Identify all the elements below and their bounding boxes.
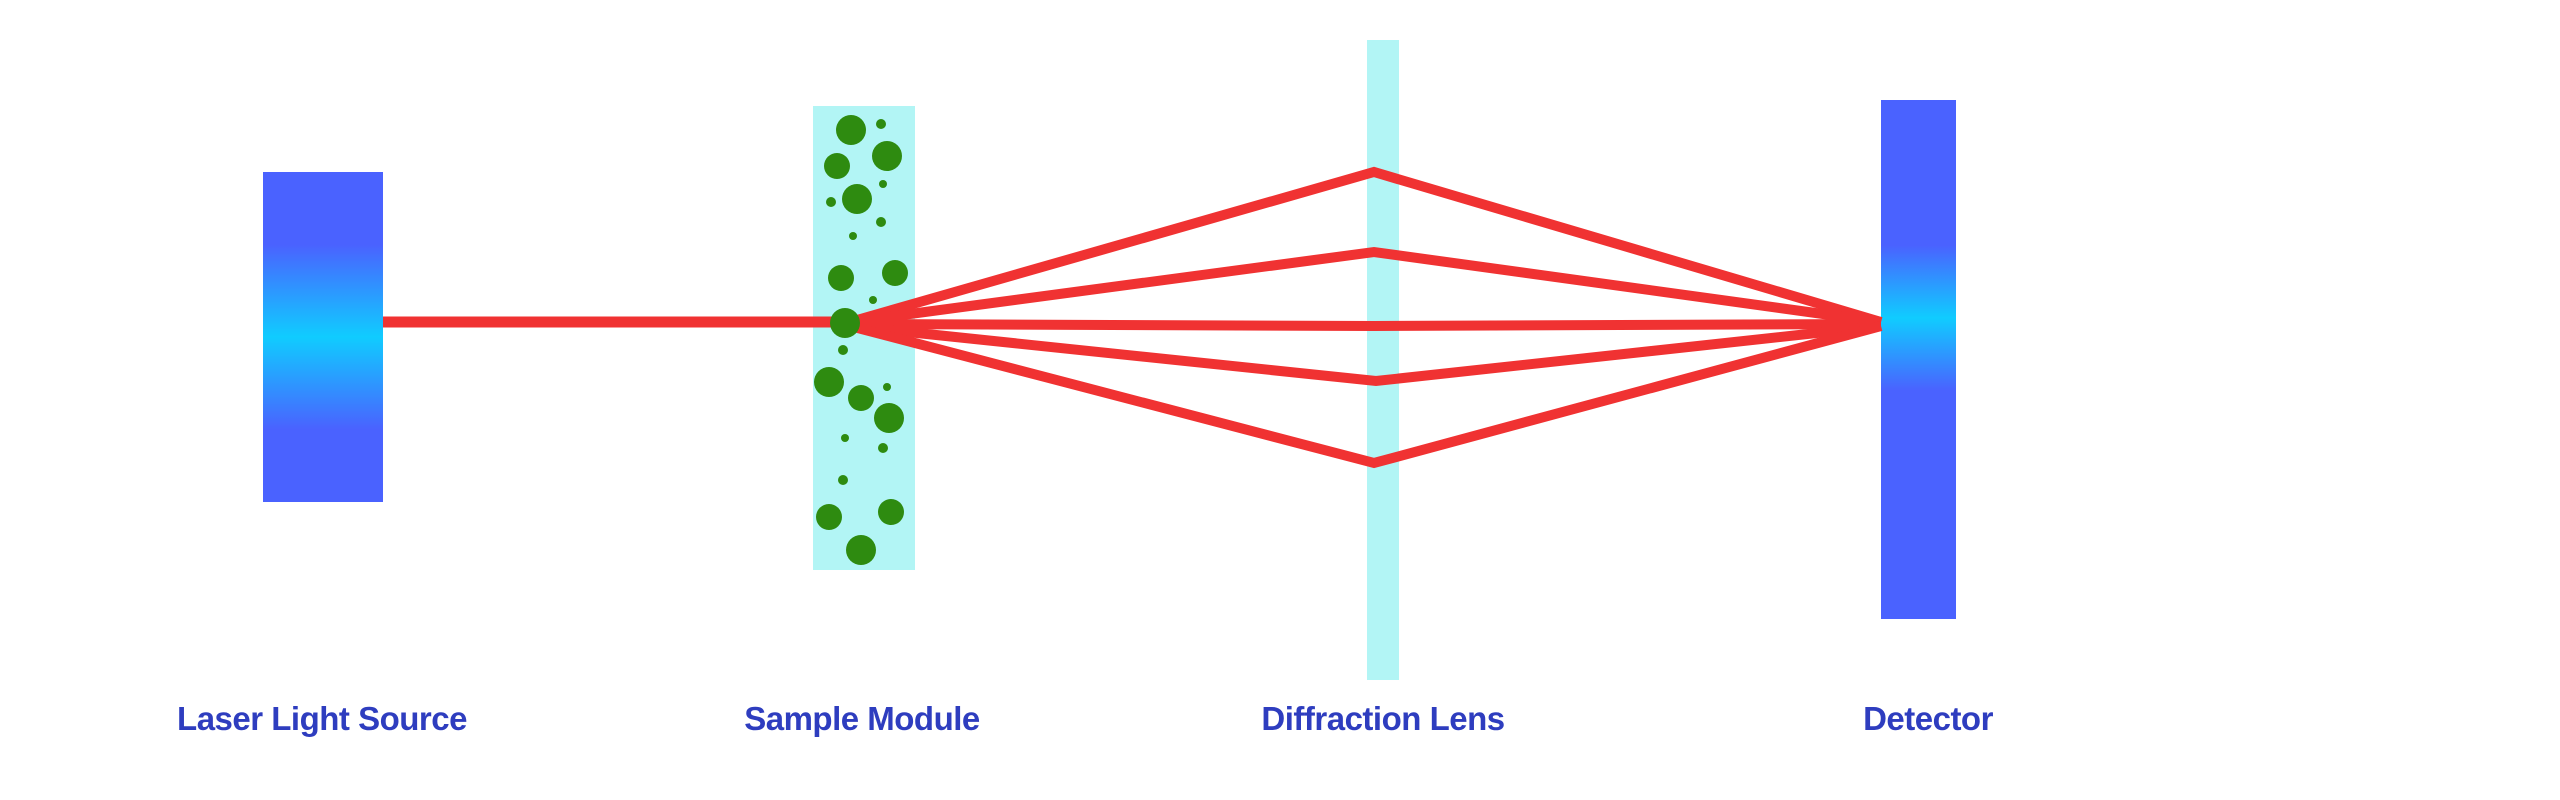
label-laser-light-source: Laser Light Source xyxy=(177,700,467,737)
sample-particles xyxy=(814,115,908,565)
particle xyxy=(882,260,908,286)
particle xyxy=(814,367,844,397)
particle xyxy=(838,345,848,355)
particle xyxy=(841,434,849,442)
label-diffraction-lens: Diffraction Lens xyxy=(1261,700,1505,737)
diffraction-lens xyxy=(1367,40,1399,680)
particle xyxy=(849,232,857,240)
particle xyxy=(816,504,842,530)
particle xyxy=(872,141,902,171)
label-detector: Detector xyxy=(1863,700,1993,737)
particle xyxy=(874,403,904,433)
particle xyxy=(848,385,874,411)
particle xyxy=(876,217,886,227)
particle xyxy=(842,184,872,214)
scattered-ray-5 xyxy=(848,321,1883,469)
label-sample-module: Sample Module xyxy=(744,700,980,737)
particle xyxy=(828,265,854,291)
particle xyxy=(824,153,850,179)
particle xyxy=(876,119,886,129)
particle xyxy=(879,180,887,188)
scattered-ray-1 xyxy=(848,166,1883,327)
particle xyxy=(826,197,836,207)
scattered-ray-2 xyxy=(849,246,1882,327)
particle xyxy=(878,443,888,453)
particle xyxy=(846,535,876,565)
particle xyxy=(838,475,848,485)
particle xyxy=(883,383,891,391)
laser-light-source xyxy=(263,172,383,502)
scattered-ray-3 xyxy=(849,319,1882,332)
scattered-ray-4 xyxy=(849,321,1882,387)
scattered-rays xyxy=(848,166,1883,469)
particle xyxy=(878,499,904,525)
particle xyxy=(869,296,877,304)
particle xyxy=(836,115,866,145)
detector xyxy=(1881,100,1956,619)
particle-scattering-center xyxy=(830,308,860,338)
